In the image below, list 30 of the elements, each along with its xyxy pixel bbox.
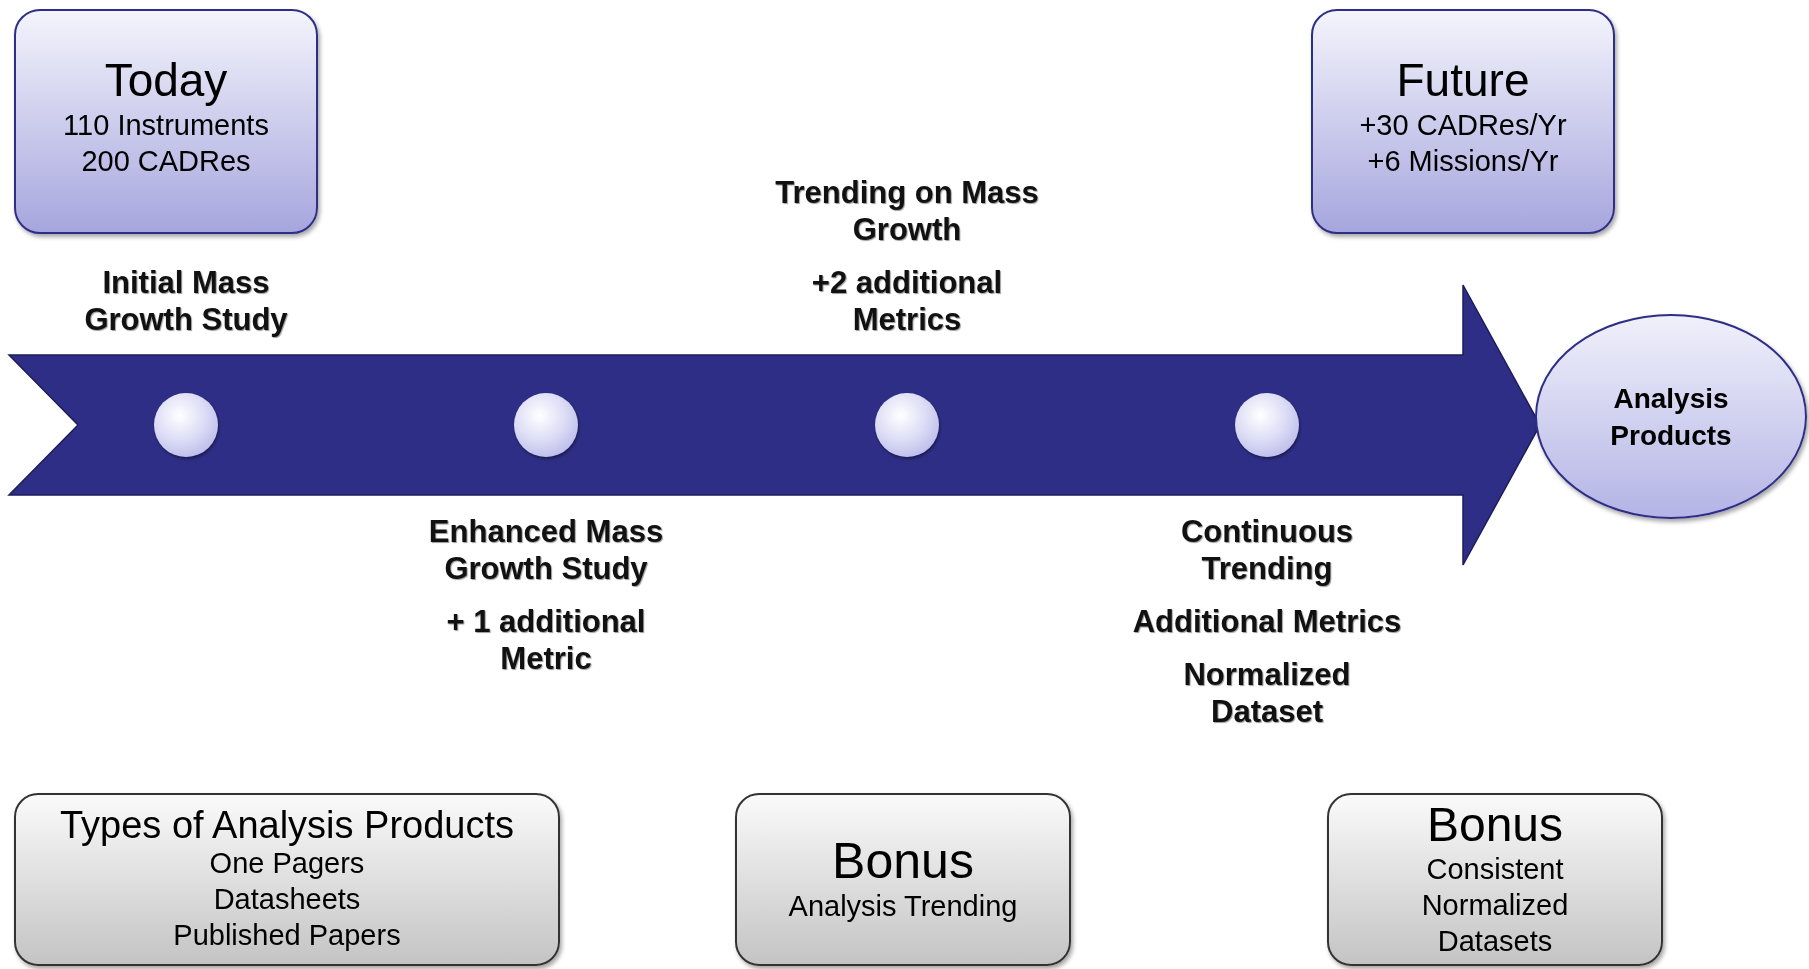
milestone-label: Additional Metrics [1132,603,1402,640]
box-text: Analysis Trending [788,888,1018,924]
milestone-label: + 1 additional Metric [445,603,647,677]
info-box [1327,793,1663,966]
box-text: 200 CADRes [81,144,251,179]
box-text: Published Papers [173,918,401,954]
milestone-label: Trending on Mass Growth [774,174,1040,248]
box-text: +6 Missions/Yr [1367,144,1559,179]
box-title: Future [1396,53,1530,107]
box-text: Datasets [1437,923,1553,959]
milestone-label: Normalized Dataset [1182,656,1352,730]
box-title: Bonus [1426,800,1564,851]
box-text: Normalized [1421,887,1569,923]
milestone-label: +2 additional Metrics [810,264,1004,338]
info-box [14,793,560,966]
box-title: Types of Analysis Products [59,805,515,846]
ellipse-text: Analysis Products [1609,381,1733,453]
box-text: +30 CADRes/Yr [1359,108,1567,143]
box-title: Bonus [832,835,974,888]
box-text: 110 Instruments [63,108,269,143]
info-box [735,793,1071,966]
box-text: Consistent [1426,851,1564,887]
box-title: Today [104,53,228,107]
box-text: Datasheets [213,882,361,918]
milestone-label: Initial Mass Growth Study [83,264,289,338]
milestone-label: Continuous Trending [1179,513,1355,587]
milestone-box [1311,9,1615,234]
milestone-box [14,9,318,234]
box-text: One Pagers [209,846,365,882]
milestone-label: Enhanced Mass Growth Study [427,513,665,587]
